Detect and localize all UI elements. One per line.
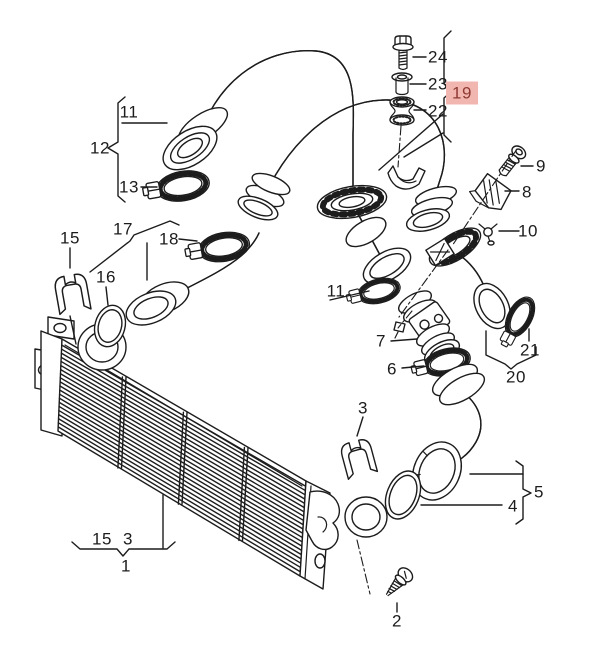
callout-20[interactable]: 20	[506, 367, 526, 387]
callout-8[interactable]: 8	[522, 182, 532, 202]
screw-9	[498, 145, 527, 177]
brace-17	[89, 220, 180, 273]
o-ring-4	[384, 470, 422, 520]
callout-1[interactable]: 1	[121, 556, 131, 576]
callout-22[interactable]: 22	[428, 101, 448, 121]
callout-23[interactable]: 23	[428, 74, 448, 94]
brace-1	[71, 541, 176, 557]
clip-10	[478, 223, 498, 246]
assembly-axis-lines	[356, 125, 518, 595]
intercooler-fins	[57, 344, 307, 573]
callout-12[interactable]: 12	[90, 138, 110, 158]
callout-16[interactable]: 16	[96, 267, 116, 287]
callout-3-right[interactable]: 3	[358, 398, 368, 418]
callout-10[interactable]: 10	[518, 221, 538, 241]
brace-5	[515, 460, 532, 525]
leader-lines	[69, 30, 537, 613]
intercooler	[34, 316, 388, 590]
callout-21[interactable]: 21	[520, 340, 540, 360]
callout-7[interactable]: 7	[376, 331, 386, 351]
brace-20	[485, 330, 537, 370]
screw-2	[385, 567, 414, 597]
callout-6[interactable]: 6	[387, 359, 397, 379]
brace-12	[107, 96, 126, 203]
callout-13[interactable]: 13	[119, 177, 139, 197]
charge-air-hose-right	[237, 99, 458, 232]
callout-4[interactable]: 4	[508, 496, 518, 516]
callout-17[interactable]: 17	[113, 219, 133, 239]
callout-2[interactable]: 2	[392, 611, 402, 631]
hose-flange-ring	[316, 184, 388, 220]
callout-19[interactable]: 19	[446, 81, 478, 105]
bolt-24	[392, 35, 414, 71]
callout-11-left[interactable]: 11	[119, 102, 139, 122]
callout-3-bottom[interactable]: 3	[123, 529, 133, 549]
hose-holder-bracket	[387, 165, 426, 190]
rubber-grommet-22	[389, 96, 415, 126]
callout-24[interactable]: 24	[428, 47, 448, 67]
charge-air-hose-left	[162, 50, 412, 285]
callout-15-upper[interactable]: 15	[60, 228, 80, 248]
o-ring-16	[93, 304, 127, 348]
connecting-hose-17	[125, 232, 260, 326]
callout-9[interactable]: 9	[536, 156, 546, 176]
callout-5[interactable]: 5	[534, 482, 544, 502]
bracket-8	[468, 172, 512, 211]
callout-18[interactable]: 18	[159, 229, 179, 249]
callout-15-bottom[interactable]: 15	[92, 529, 112, 549]
callout-11-center[interactable]: 11	[326, 281, 346, 301]
spacer-sleeve-23	[391, 72, 413, 96]
elbow-hose-5	[412, 363, 486, 501]
